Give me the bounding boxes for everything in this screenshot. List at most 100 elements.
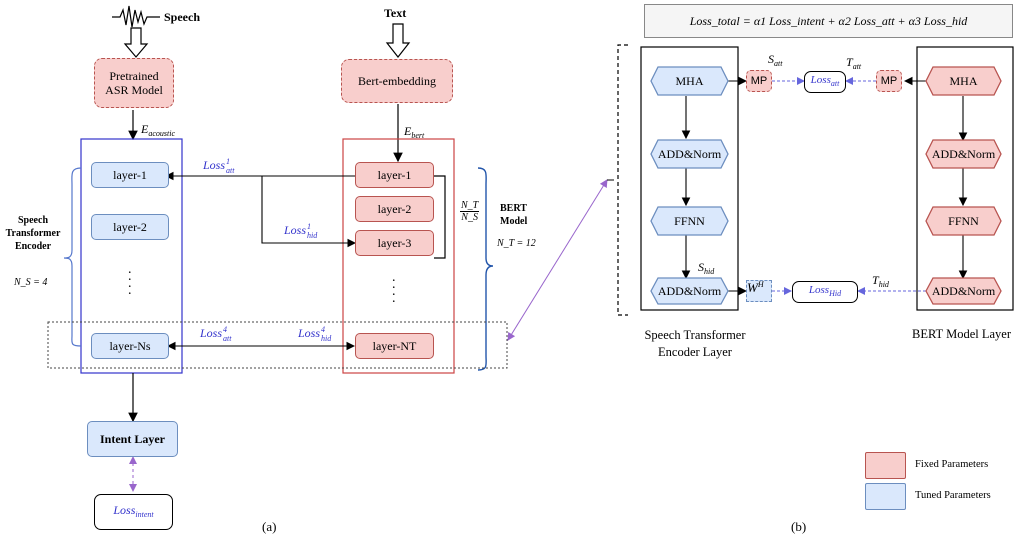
legend-tuned-swatch: [865, 483, 906, 510]
bert-embedding-box: Bert-embedding: [341, 59, 453, 103]
bert-model-frame: [342, 138, 455, 374]
bert-addnorm-label-2: ADD&Norm: [931, 284, 996, 298]
loss-intent-box: Lossintent: [94, 494, 173, 530]
speech-ffnn-label: FFNN: [674, 214, 705, 228]
bert-model-label: BERT Model: [500, 203, 528, 227]
loss-hid-base: Loss: [808, 284, 830, 296]
speech-layer-ns-label: layer-Ns: [109, 339, 151, 353]
t-hid-label: Thid: [872, 273, 889, 289]
text-hollow-arrow: [385, 23, 411, 58]
t-hid-base: T: [872, 273, 879, 287]
loss-hid-box: LossHid: [792, 281, 858, 303]
bert-mha-label: MHA: [949, 74, 978, 88]
bert-embedding-label: Bert-embedding: [358, 74, 436, 88]
wh-box: [746, 280, 772, 302]
speech-layer-1: layer-1: [91, 162, 169, 188]
t-hid-sub: hid: [878, 280, 889, 289]
speech-mha-block: [650, 66, 729, 96]
loss-att-4-base: Loss: [200, 325, 223, 340]
s-hid-base: S: [698, 260, 704, 274]
loss-hid-1-sub: hid: [307, 231, 318, 240]
bert-addnorm-block-1: [925, 139, 1002, 169]
bert-layer-2-label: layer-2: [377, 202, 412, 216]
speech-mp-box: MP: [746, 70, 772, 92]
speech-addnorm-block-1: [650, 139, 729, 169]
speech-addnorm-label-1: ADD&Norm: [657, 147, 722, 161]
caption-b: (b): [791, 519, 807, 534]
s-att-label: Satt: [768, 52, 782, 68]
e-bert-label: Ebert: [404, 124, 425, 140]
legend-fixed-label: Fixed Parameters: [915, 459, 989, 470]
t-att-base: T: [846, 55, 853, 69]
loss-att-1-sup: 1: [226, 157, 231, 166]
nt-label: N_T = 12: [497, 238, 536, 249]
bert-addnorm-block-2: [925, 277, 1002, 305]
s-att-sub: att: [774, 59, 783, 68]
intent-layer-label: Intent Layer: [100, 432, 165, 446]
ratio-label: N_T N_S: [460, 200, 480, 223]
speech-layer-frame: [640, 46, 739, 311]
bert-layer-frame: [916, 46, 1014, 311]
speech-layer-2: layer-2: [91, 214, 169, 240]
loss-hid-4-base: Loss: [298, 325, 321, 340]
t-att-sub: att: [852, 62, 862, 71]
loss-total-formula-text: Loss_total = α1 Loss_intent + α2 Loss_at…: [689, 14, 968, 28]
speech-mha-label: MHA: [675, 74, 704, 88]
bert-addnorm-label-1: ADD&Norm: [931, 147, 996, 161]
bert-mha-block: [925, 66, 1002, 96]
s-hid-sub: hid: [704, 267, 715, 276]
caption-a: (a): [262, 519, 277, 534]
speech-layer-caption: Speech Transformer Encoder Layer: [644, 328, 746, 359]
wh-sup: H: [757, 280, 764, 289]
t-att-label: Tatt: [846, 55, 861, 71]
text-label: Text: [384, 6, 407, 20]
bert-layer-3-label: layer-3: [377, 236, 412, 250]
e-acoustic-sub: acoustic: [148, 129, 176, 138]
loss-att-4-sup: 4: [223, 325, 228, 334]
speech-encoder-frame: [80, 138, 183, 374]
loss-hid-1-sup: 1: [307, 222, 312, 231]
loss-intent-sub: intent: [135, 509, 154, 519]
speech-waveform: [112, 5, 160, 28]
bert-ffnn-label: FFNN: [948, 214, 979, 228]
ratio-bracket: [434, 175, 446, 259]
intent-layer-box: Intent Layer: [87, 421, 178, 457]
s-att-base: S: [768, 52, 774, 66]
bert-mp-box: MP: [876, 70, 902, 92]
ratio-numerator: N_T: [460, 200, 480, 212]
bert-model-brace: [477, 167, 494, 371]
loss-total-formula: Loss_total = α1 Loss_intent + α2 Loss_at…: [644, 4, 1013, 38]
speech-encoder-brace: [63, 167, 82, 347]
bert-layer-1-label: layer-1: [377, 168, 412, 182]
last-layer-highlight: [47, 321, 508, 369]
speech-layer-1-label: layer-1: [113, 168, 147, 182]
speech-addnorm-block-2: [650, 277, 729, 305]
bert-layer-nt-label: layer-NT: [372, 339, 417, 353]
bert-layer-3: layer-3: [355, 230, 434, 256]
ratio-denominator: N_S: [461, 212, 478, 223]
wh-base: W: [747, 280, 758, 295]
e-acoustic-label: Eacoustic: [141, 122, 176, 138]
loss-att-4-sub: att: [223, 334, 232, 343]
speech-addnorm-label-2: ADD&Norm: [657, 284, 722, 298]
loss-att-sub: att: [830, 79, 840, 88]
speech-hollow-arrow: [123, 27, 149, 58]
bert-layer-caption: BERT Model Layer: [912, 327, 1011, 341]
speech-ffnn-block: [650, 206, 729, 236]
speech-layer-2-label: layer-2: [113, 220, 147, 234]
loss-att-box: Lossatt: [804, 71, 846, 93]
speech-label: Speech: [164, 10, 200, 24]
bert-ffnn-block: [925, 206, 1002, 236]
e-bert-sub: bert: [411, 131, 425, 140]
bert-layer-nt: layer-NT: [355, 333, 434, 359]
legend-fixed-swatch: [865, 452, 906, 479]
wh-label: WH: [747, 280, 764, 296]
bert-layer-2: layer-2: [355, 196, 434, 222]
speech-layer-ns: layer-Ns: [91, 333, 169, 359]
bert-layer-1: layer-1: [355, 162, 434, 188]
loss-att-1-sub: att: [226, 166, 235, 175]
loss-att-base: Loss: [810, 74, 831, 86]
